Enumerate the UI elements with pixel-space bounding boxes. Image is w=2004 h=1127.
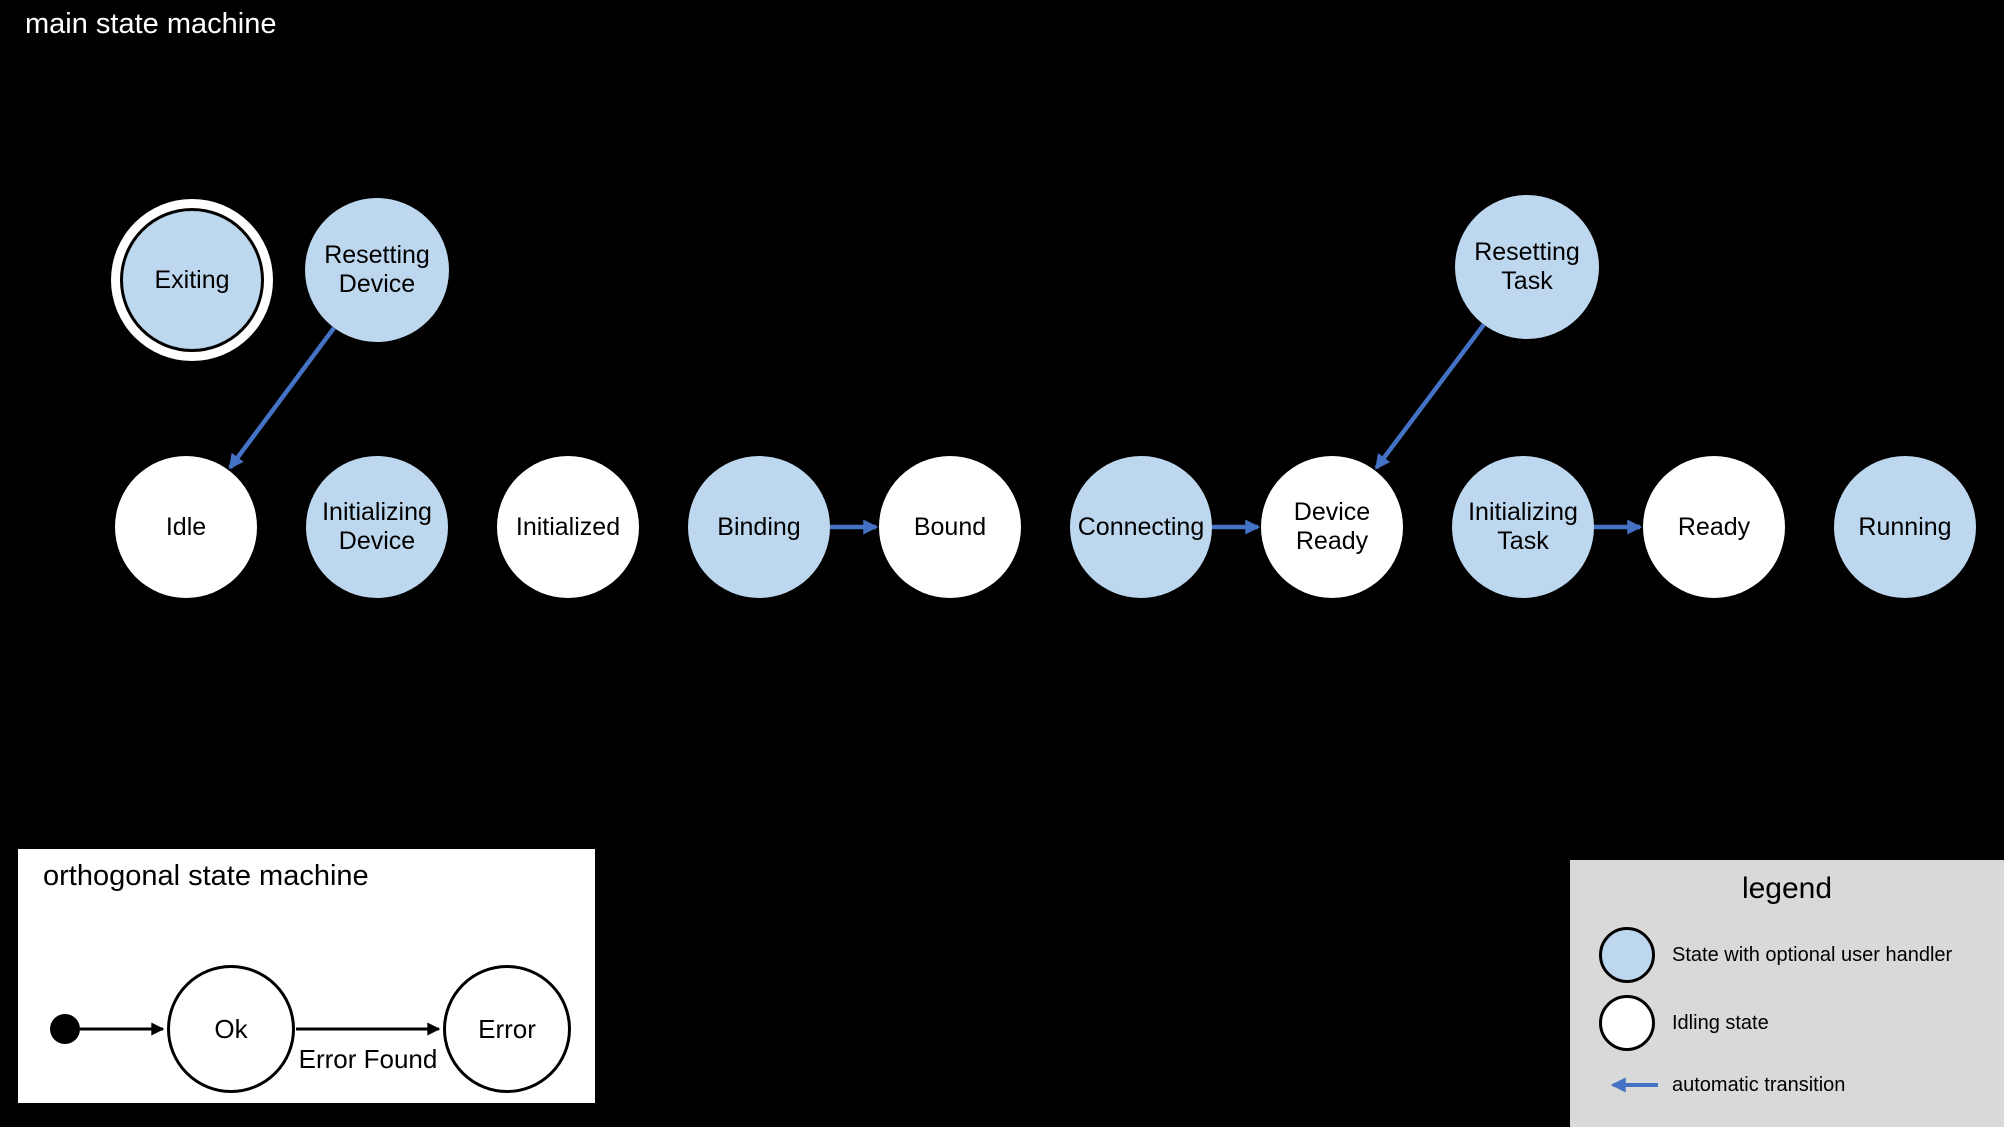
state-label: Device Ready [1293, 498, 1371, 555]
legend-handler-state-circle [1599, 927, 1655, 983]
state-ok: Ok [167, 965, 295, 1093]
legend-panel: legend State with optional user handler … [1570, 860, 2004, 1127]
main-machine-title: main state machine [25, 8, 277, 40]
legend-title: legend [1741, 872, 1833, 905]
state-resetting-device: Resetting Device [305, 198, 449, 342]
state-error: Error [443, 965, 571, 1093]
transition-arrow-resetting-task-to-device-ready [1374, 323, 1486, 470]
state-label: Resetting Task [1474, 238, 1580, 295]
state-label: Binding [717, 512, 801, 541]
state-ready: Ready [1643, 456, 1785, 598]
state-binding: Binding [688, 456, 830, 598]
state-idle: Idle [115, 456, 257, 598]
state-label: Exiting [154, 265, 230, 294]
state-label: Idle [165, 512, 207, 541]
state-label: Initializing Task [1468, 498, 1578, 555]
legend-item-label-handler-state: State with optional user handler [1672, 944, 1953, 966]
state-initializing-task: Initializing Task [1452, 456, 1594, 598]
state-running: Running [1834, 456, 1976, 598]
state-label: Running [1858, 512, 1952, 541]
state-initialized: Initialized [497, 456, 639, 598]
state-initializing-device: Initializing Device [306, 456, 448, 598]
state-label: Ready [1677, 512, 1751, 541]
legend-item-label-idling-state: Idling state [1672, 1012, 1769, 1034]
initial-state-dot [50, 1014, 80, 1044]
state-exiting: Exiting [120, 208, 264, 352]
legend-item-label-automatic-transition: automatic transition [1672, 1074, 1846, 1096]
transition-arrow-resetting-device-to-idle [228, 326, 336, 470]
transition-label-error-found: Error Found [298, 1044, 438, 1074]
state-label: Ok [214, 1013, 248, 1044]
state-label: Resetting Device [324, 241, 430, 298]
state-device-ready: Device Ready [1261, 456, 1403, 598]
state-label: Initialized [515, 512, 621, 541]
state-resetting-task: Resetting Task [1455, 195, 1599, 339]
state-label: Initializing Device [322, 498, 432, 555]
state-label: Connecting [1077, 512, 1205, 541]
state-label: Error [478, 1013, 536, 1044]
orthogonal-machine-title: orthogonal state machine [43, 860, 369, 892]
state-label: Bound [913, 512, 987, 541]
state-connecting: Connecting [1070, 456, 1212, 598]
state-bound: Bound [879, 456, 1021, 598]
legend-idling-state-circle [1599, 995, 1655, 1051]
